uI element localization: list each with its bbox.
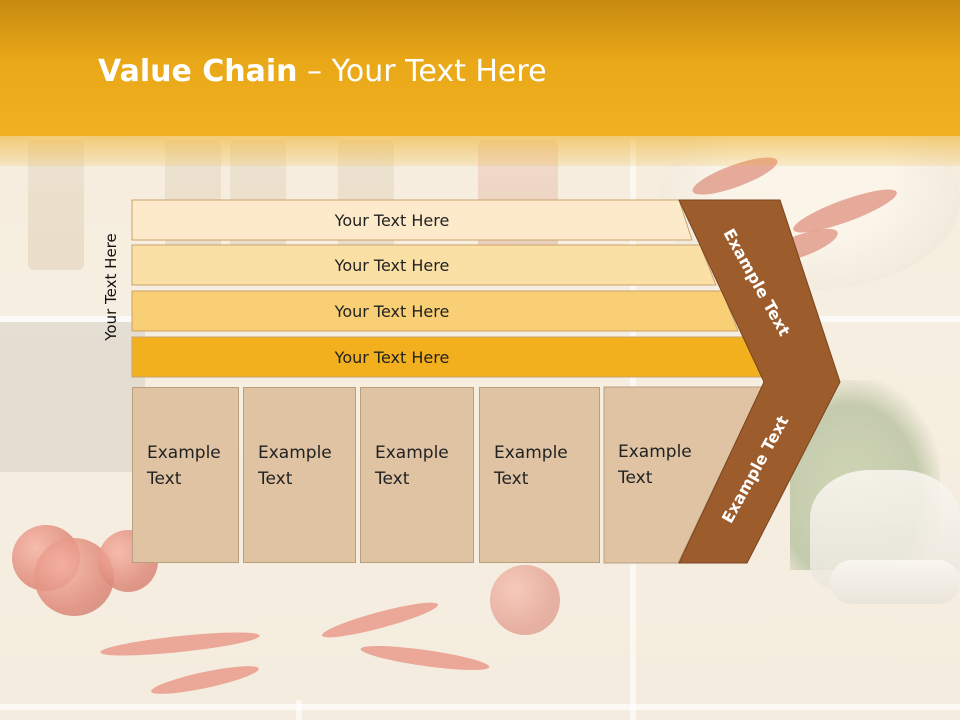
primary-box-line2: Text bbox=[618, 468, 653, 488]
primary-box-line1: Example bbox=[494, 443, 568, 463]
primary-box-3: Example Text bbox=[360, 387, 474, 563]
primary-box-line1: Example bbox=[618, 442, 692, 462]
support-row-4: Your Text Here bbox=[132, 337, 692, 377]
primary-box-5: Example Text bbox=[604, 387, 724, 563]
divider bbox=[296, 700, 302, 720]
support-row-shape-2 bbox=[131, 244, 717, 286]
support-row-label: Your Text Here bbox=[334, 255, 450, 275]
support-row-3: Your Text Here bbox=[132, 291, 692, 331]
support-row-2: Your Text Here bbox=[132, 245, 692, 285]
title-rest: – Your Text Here bbox=[297, 54, 547, 89]
pestle bbox=[830, 560, 960, 604]
title-bar-fade bbox=[0, 136, 960, 166]
primary-box-shape-5 bbox=[603, 386, 763, 564]
primary-box-line1: Example bbox=[258, 443, 332, 463]
support-row-1: Your Text Here bbox=[132, 200, 692, 240]
primary-box-line2: Text bbox=[147, 469, 182, 489]
title-bold: Value Chain bbox=[98, 54, 298, 89]
primary-box-2: Example Text bbox=[243, 387, 356, 563]
support-row-shape-3 bbox=[131, 290, 739, 332]
tomato bbox=[490, 565, 560, 635]
primary-box-4: Example Text bbox=[479, 387, 600, 563]
primary-box-line1: Example bbox=[147, 443, 221, 463]
support-row-label: Your Text Here bbox=[334, 301, 450, 321]
primary-box-line2: Text bbox=[375, 469, 410, 489]
support-row-label: Your Text Here bbox=[334, 210, 450, 230]
primary-box-line2: Text bbox=[494, 469, 529, 489]
page-title: Value Chain – Your Text Here bbox=[98, 54, 547, 89]
panel bbox=[0, 322, 145, 472]
support-row-label: Your Text Here bbox=[334, 347, 450, 367]
primary-box-line1: Example bbox=[375, 443, 449, 463]
primary-box-1: Example Text bbox=[132, 387, 239, 563]
primary-box-line2: Text bbox=[258, 469, 293, 489]
divider bbox=[0, 704, 960, 710]
title-bar bbox=[0, 0, 960, 136]
margin-chevron bbox=[678, 199, 841, 564]
support-row-shape-1 bbox=[131, 199, 693, 241]
